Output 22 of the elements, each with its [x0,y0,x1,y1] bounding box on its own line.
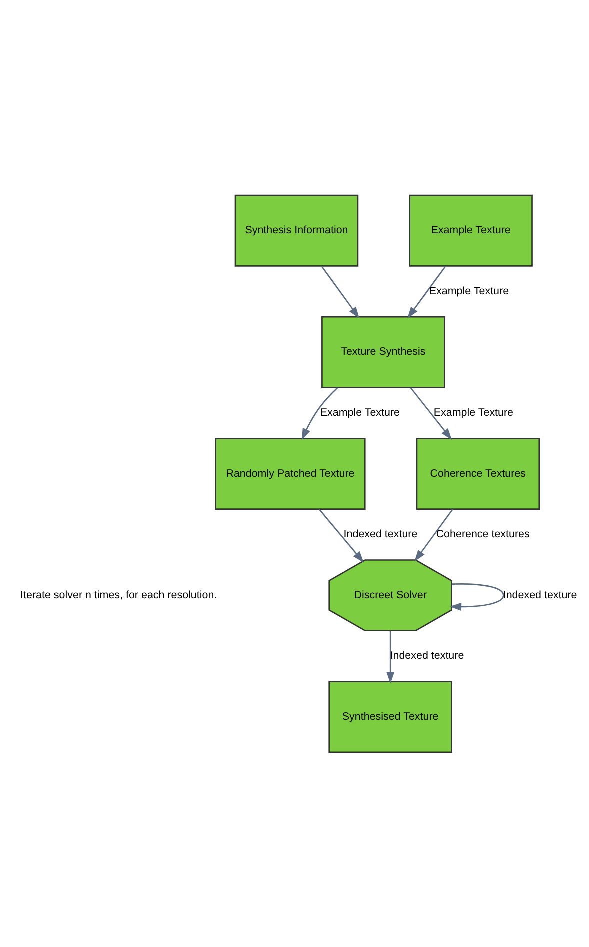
edge-label: Indexed texture [390,650,464,662]
node-box: Texture Synthesis [322,316,446,388]
arrow [414,508,454,562]
arrow [321,266,360,318]
node-box: Synthesis Information [234,194,359,266]
node-box: Randomly Patched Texture [215,438,366,510]
arrow [410,387,452,440]
arrow [302,387,338,440]
edge-label: Indexed texture [503,588,578,601]
node-box: Example Texture [409,194,533,266]
node-box: Synthesised Texture [328,680,452,753]
arrow [318,508,364,562]
edge-label: Indexed texture [344,528,418,540]
node-box: Coherence Textures [416,438,540,510]
edge-label: Coherence textures [436,528,530,540]
arrow [386,630,395,684]
label: Iterate solver n times, for each resolution. [20,588,218,601]
arrow [408,266,446,318]
edge-label: Example Texture [320,406,400,418]
edge-label: Example Texture [429,284,510,297]
arrow [450,583,504,611]
edge-label: Example Texture [434,406,514,418]
